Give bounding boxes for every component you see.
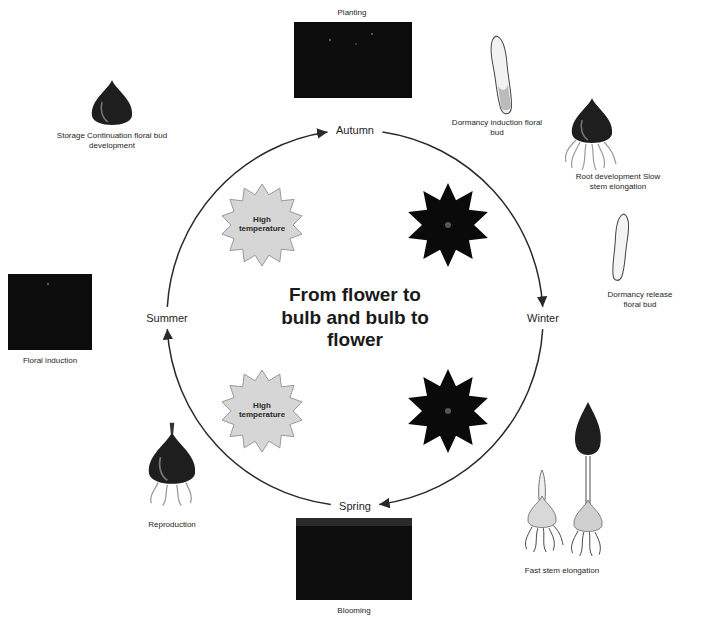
bulb-highlight [581, 120, 588, 140]
cycle-arrow [167, 329, 330, 504]
cycle-arrow [383, 132, 543, 307]
roots [526, 525, 563, 552]
bulb [526, 496, 563, 552]
bulb [92, 80, 132, 125]
roots [565, 140, 616, 170]
season-label: Spring [335, 499, 375, 513]
caption-label: Dormancy induction floral bud [451, 118, 543, 137]
node-text: High temperature [235, 216, 289, 234]
node-text: High temperature [235, 402, 289, 420]
stem [586, 456, 590, 505]
cycle-arrow [167, 132, 327, 307]
cold-star [408, 369, 488, 453]
caption-label: Reproduction [130, 520, 214, 530]
caption-label: Floral induction [9, 356, 91, 366]
photo-band [296, 518, 412, 526]
bud-shape [489, 35, 514, 115]
bulb-tip [170, 423, 175, 435]
bud-shape [611, 213, 630, 281]
star-outline [222, 184, 302, 266]
blooming-photo [296, 518, 412, 600]
season-label: Winter [523, 311, 563, 325]
speck [355, 43, 357, 45]
sprouting-bulbs [526, 402, 603, 556]
bulb-highlight [101, 102, 108, 122]
speck [329, 39, 331, 41]
bulb-shape [92, 80, 132, 125]
temperature-star: High temperature [220, 183, 304, 267]
cold-star [408, 183, 488, 267]
node-text: Summer [146, 312, 188, 324]
caption-label: Storage Continuation floral bud developm… [42, 131, 182, 150]
rooting-bulb [565, 98, 616, 170]
cycle-arrow [379, 329, 543, 504]
bulb-shape [572, 98, 612, 143]
bulb-shape [574, 500, 602, 532]
caption-label: Dormancy release floral bud [598, 290, 682, 309]
bulb-highlight [160, 457, 168, 480]
node-text: Spring [339, 500, 371, 512]
caption-label: Root development Slow stem elongation [566, 172, 670, 191]
caption-label: Fast stem elongation [510, 566, 614, 576]
photo [296, 518, 412, 600]
mother-bulb [149, 423, 195, 506]
sprout-bulb [575, 402, 601, 455]
season-label: Summer [142, 311, 192, 325]
diagram-title: From flower to bulb and bulb to flower [267, 284, 443, 351]
star-dot [445, 408, 451, 414]
speck [47, 283, 49, 285]
floral-bud [611, 213, 630, 281]
roots [572, 531, 601, 556]
node-text: Winter [527, 312, 559, 324]
bulb-shape [149, 432, 195, 484]
roots [151, 483, 192, 506]
caption-label: Planting [312, 8, 392, 18]
photo [8, 274, 92, 350]
speck [371, 33, 373, 35]
floral-bud [489, 35, 514, 115]
temperature-star: High temperature [220, 369, 304, 453]
season-label: Autumn [332, 123, 378, 137]
planting-photo [294, 22, 412, 98]
floral-induction-photo [8, 274, 92, 350]
node-text: Autumn [336, 124, 374, 136]
star-dot [445, 222, 451, 228]
caption-label: Blooming [314, 606, 394, 616]
bulb-shape [528, 496, 556, 528]
photo [294, 22, 412, 98]
star-outline [222, 370, 302, 452]
bulb [572, 500, 603, 556]
bud-base [498, 85, 511, 111]
